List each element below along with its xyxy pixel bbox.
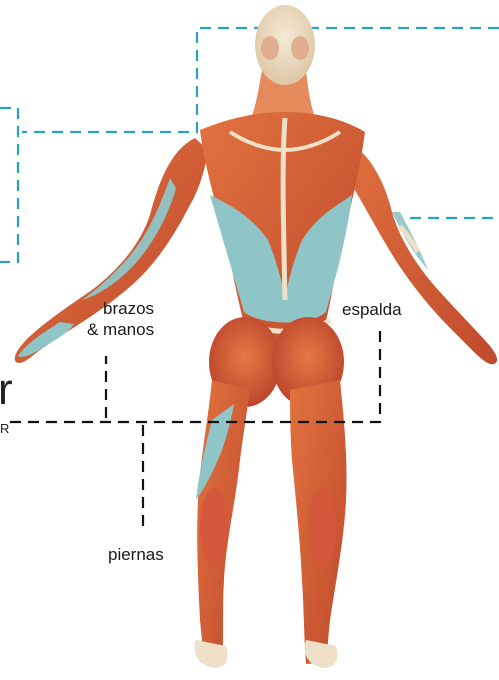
right-leg <box>290 380 347 668</box>
right-arm <box>334 138 497 364</box>
edge-letter-small: R <box>0 422 9 436</box>
label-espalda: espalda <box>342 301 402 319</box>
label-brazos: brazos <box>103 300 154 318</box>
label-piernas: piernas <box>108 546 164 564</box>
label-manos: & manos <box>87 321 154 339</box>
guide-line-left <box>0 108 18 262</box>
left-leg <box>195 380 250 668</box>
torso <box>200 112 365 348</box>
edge-letter-large: r <box>0 368 13 412</box>
